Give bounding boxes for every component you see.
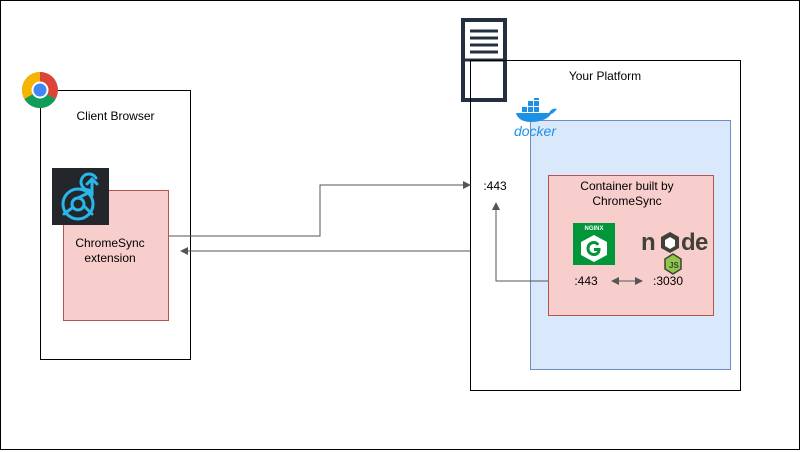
svg-text:JS: JS bbox=[669, 261, 679, 270]
platform-port-443: :443 bbox=[483, 179, 507, 193]
client-browser-title: Client Browser bbox=[76, 109, 155, 123]
nodejs-icon: n d e JS bbox=[641, 229, 708, 275]
nginx-port-443: :443 bbox=[574, 274, 598, 288]
container-title: Container built by ChromeSync bbox=[580, 179, 674, 208]
docker-icon bbox=[516, 98, 557, 122]
platform-title: Your Platform bbox=[568, 69, 642, 83]
nginx-icon: NGINX bbox=[573, 223, 615, 265]
node-port-3030: :3030 bbox=[652, 274, 684, 288]
request-arrow bbox=[169, 181, 471, 237]
docker-text: docker bbox=[513, 123, 557, 139]
port-forward-arrow bbox=[492, 202, 548, 282]
nginx-text: NGINX bbox=[584, 226, 604, 232]
platform-box bbox=[470, 60, 741, 391]
chrome-icon bbox=[21, 71, 58, 109]
svg-text:n: n bbox=[641, 229, 656, 256]
chromesync-extension-label: ChromeSync extension bbox=[75, 236, 145, 265]
svg-text:d: d bbox=[681, 229, 696, 256]
chromesync-logo-icon bbox=[52, 168, 109, 225]
svg-text:e: e bbox=[695, 229, 708, 256]
